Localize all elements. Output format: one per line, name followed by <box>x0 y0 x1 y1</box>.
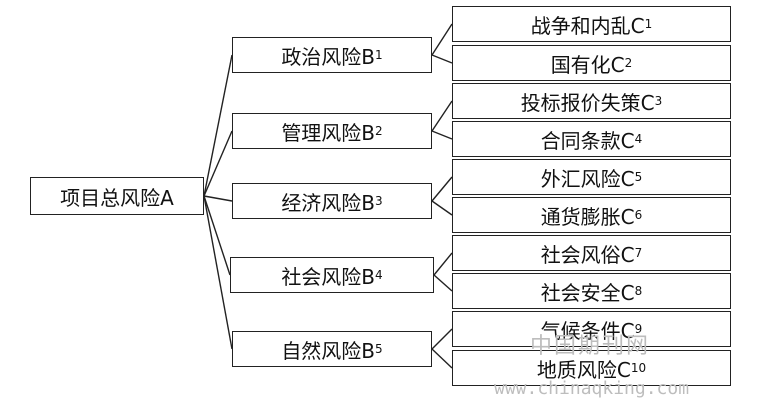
factor-label: 社会风俗C <box>540 242 635 267</box>
factor-label: 投标报价失策C <box>520 90 655 115</box>
connector-line <box>431 23 453 56</box>
category-label: 自然风险B <box>281 338 376 363</box>
connector-line <box>203 195 231 276</box>
root-label: 项目总风险A <box>60 185 174 210</box>
connector-line <box>431 54 453 64</box>
category-label: 政治风险B <box>281 44 376 69</box>
factor-label: 战争和内乱C <box>530 13 645 38</box>
factor-label: 国有化C <box>550 52 625 77</box>
connector-line <box>203 130 233 197</box>
connector-line <box>431 348 453 369</box>
factor-label: 地质风险C <box>536 357 631 382</box>
connector-line <box>431 100 453 132</box>
factor-label: 气候条件C <box>540 318 635 343</box>
connector-line <box>431 328 453 350</box>
root-node: 项目总风险A <box>30 177 204 215</box>
factor-label: 社会安全C <box>540 280 635 305</box>
connector-line <box>203 54 233 197</box>
factor-label: 外汇风险C <box>540 166 635 191</box>
connector-line <box>433 274 453 292</box>
category-label: 社会风险B <box>281 264 376 289</box>
factor-label: 通货膨胀C <box>540 204 635 229</box>
connector-line <box>203 195 233 350</box>
connector-line <box>431 130 453 140</box>
connector-line <box>433 252 453 276</box>
connector-line <box>203 195 233 202</box>
connector-line <box>431 176 453 202</box>
category-label: 经济风险B <box>281 190 376 215</box>
category-label: 管理风险B <box>281 120 376 145</box>
connector-line <box>431 200 453 216</box>
factor-label: 合同条款C <box>540 128 635 153</box>
